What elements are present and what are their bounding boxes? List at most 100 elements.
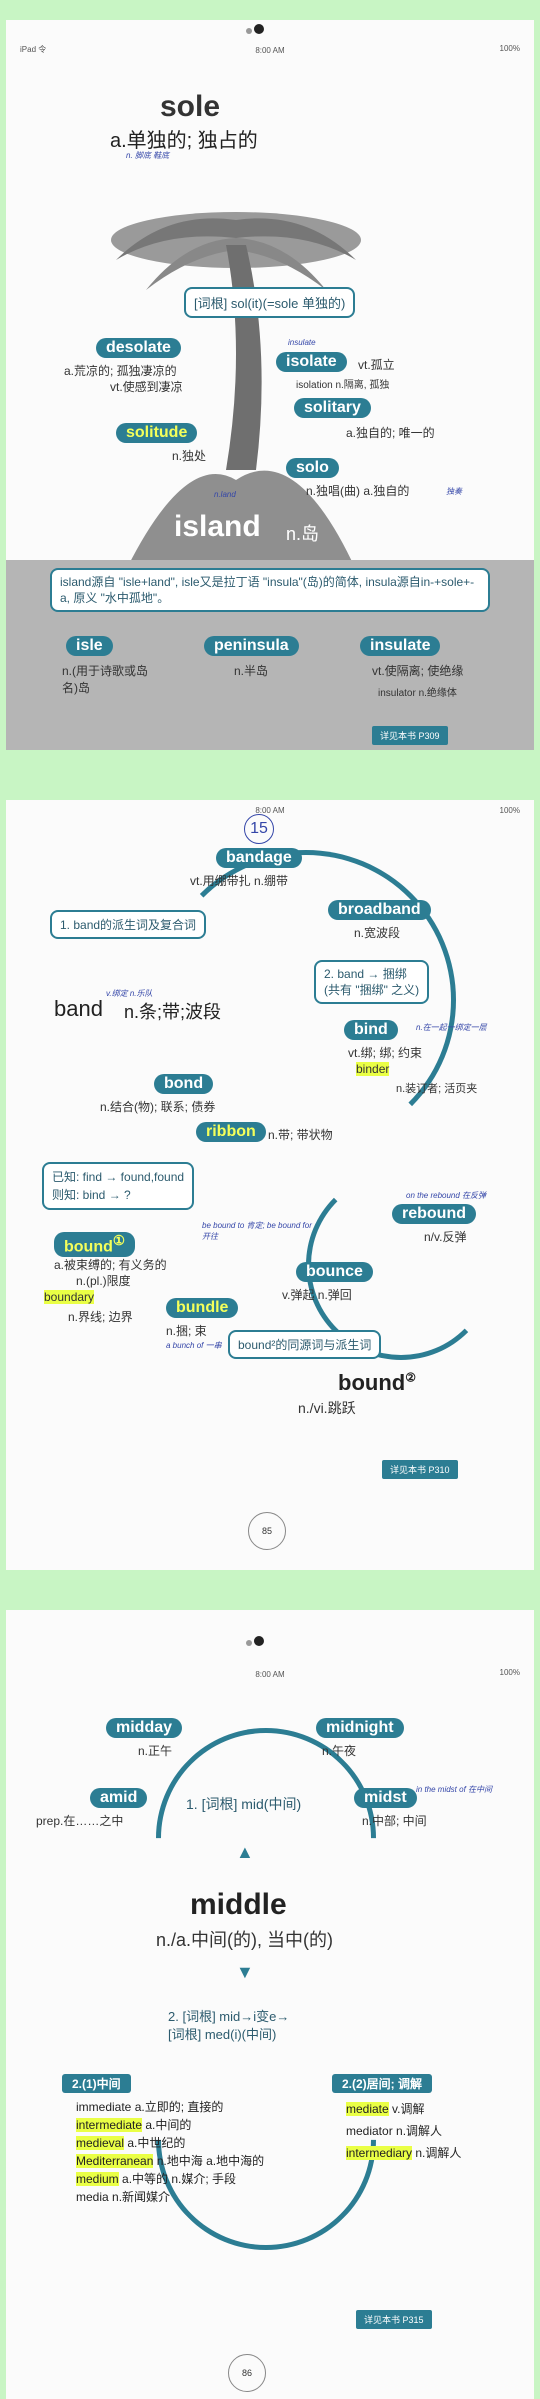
island-etymology-box: island源自 "isle+land", isle又是拉丁语 "insula"…	[50, 568, 490, 612]
arrow-up-icon: ▲	[236, 1842, 254, 1862]
middle-derivative-word: intermediate	[76, 2118, 143, 2132]
middle-derivative-gloss: a.中等的 n.媒介; 手段	[118, 2172, 237, 2186]
page-middle: 8:00 AM 100% midday n.正午 midnight n.午夜 a…	[6, 1610, 534, 2399]
status-battery-3: 100%	[499, 1668, 520, 1677]
middle-derivative-item: immediate a.立即的; 直接的	[76, 2098, 296, 2116]
middle-derivative-word: Mediterranean	[76, 2154, 154, 2168]
isolate-gloss: vt.孤立	[358, 358, 395, 372]
mediate-derivative-gloss: n.调解人	[392, 2124, 443, 2138]
bound2-gloss: n./vi.跳跃	[298, 1400, 356, 1416]
solitude-gloss: n.独处	[172, 449, 207, 463]
word-amid: amid	[90, 1788, 148, 1808]
peninsula-gloss: n.半岛	[234, 664, 269, 678]
status-time-2: 8:00 AM	[255, 806, 285, 815]
middle-derivative-gloss: a.立即的; 直接的	[131, 2100, 224, 2114]
headword-sole-note: n. 脚底 鞋底	[126, 151, 170, 160]
headword-middle-gloss: n./a.中间(的), 当中(的)	[156, 1930, 334, 1950]
page-dots-3	[246, 1636, 286, 1648]
word-peninsula: peninsula	[204, 636, 299, 656]
word-ribbon: ribbon	[196, 1122, 266, 1142]
word-isle: isle	[66, 636, 113, 656]
amid-gloss: prep.在……之中	[36, 1814, 124, 1828]
headword-sole: sole	[160, 90, 221, 123]
status-battery-2: 100%	[499, 806, 520, 815]
word-midst: midst	[354, 1788, 417, 1808]
broadband-gloss: n.宽波段	[354, 926, 401, 940]
bind-gloss: vt.绑; 绑; 约束	[348, 1046, 423, 1060]
box-band-bind-line2: (共有 "捆绑" 之义)	[324, 983, 420, 997]
mediate-derivative-item: mediator n.调解人	[346, 2120, 526, 2142]
headword-middle: middle	[190, 1888, 287, 1921]
word-island: island	[174, 510, 261, 543]
box-bound2-cognates: bound²的同源词与派生词	[228, 1330, 382, 1359]
word-bound2: bound②	[338, 1370, 416, 1395]
word-rebound: rebound	[392, 1204, 476, 1224]
bandage-gloss: vt.用绷带扎 n.绷带	[190, 874, 289, 888]
isolate-note: insulate	[288, 338, 316, 347]
solo-note: 独奏	[446, 487, 462, 496]
box-find-found: 已知: find → found,found 则知: bind → ?	[42, 1162, 195, 1210]
status-left: iPad 令	[20, 45, 47, 54]
island-note: n.land	[214, 490, 236, 499]
middle-derivative-word: immediate	[76, 2100, 132, 2114]
middle-derivative-item: medium a.中等的 n.媒介; 手段	[76, 2170, 296, 2188]
mediate-derivative-gloss: n.调解人	[412, 2146, 462, 2160]
page-ref-p310: 详见本书 P310	[382, 1460, 458, 1479]
binder-gloss: n.装订者; 活页夹	[396, 1083, 478, 1095]
box-band-bind-line1: 2. band → 捆绑	[324, 967, 407, 981]
mediate-derivative-word: mediate	[346, 2102, 389, 2116]
middle-derivative-item: media n.新闻媒介	[76, 2188, 296, 2206]
arc-upper	[156, 850, 456, 1150]
bound1-gloss-2: n.(pl.)限度	[76, 1274, 131, 1288]
root-mid: 1. [词根] mid(中间)	[186, 1796, 302, 1812]
box-derivatives: 1. band的派生词及复合词	[50, 910, 207, 939]
mediate-derivative-word: mediator	[346, 2124, 393, 2138]
bond-gloss: n.结合(物); 联系; 债券	[100, 1100, 216, 1114]
word-bounce: bounce	[296, 1262, 373, 1282]
solitary-gloss: a.独自的; 唯一的	[346, 426, 435, 440]
insulator-sub: insulator n.绝缘体	[378, 688, 457, 699]
word-bind: bind	[344, 1020, 398, 1040]
bundle-note: a bunch of 一串	[166, 1341, 222, 1350]
page-number-86: 86	[228, 2354, 266, 2392]
tag-mediate-meaning: 2.(2)居间; 调解	[332, 2074, 433, 2093]
binder-sub: binder	[356, 1062, 390, 1076]
middle-derivative-word: medieval	[76, 2136, 125, 2150]
word-solitary: solitary	[294, 398, 371, 418]
word-insulate: insulate	[360, 636, 441, 656]
word-isolate: isolate	[276, 352, 347, 372]
rebound-note: on the rebound 在反弹	[406, 1191, 487, 1200]
middle-derivative-gloss: a.中间的	[142, 2118, 192, 2132]
mediate-derivative-item: mediate v.调解	[346, 2098, 526, 2120]
root-med-line1: 2. [词根] mid→i变e→	[168, 2009, 290, 2024]
root-box-sol: [词根] sol(it)(=sole 单独的)	[184, 287, 356, 318]
page-dots	[246, 24, 286, 36]
word-bundle: bundle	[166, 1298, 239, 1318]
word-broadband: broadband	[328, 900, 431, 920]
mediate-derivative-gloss: v.调解	[388, 2102, 425, 2116]
page-number-85: 85	[248, 1512, 286, 1550]
word-band: band	[54, 996, 103, 1021]
box-find-found-line2: 则知: bind → ?	[52, 1188, 131, 1202]
band-note: v.绑定 n.乐队	[106, 989, 153, 998]
status-time-3: 8:00 AM	[255, 1670, 285, 1679]
isolation-sub: isolation n.隔离, 孤独	[296, 380, 390, 391]
bundle-gloss: n.捆; 束	[166, 1324, 207, 1338]
midnight-gloss: n.午夜	[322, 1744, 357, 1758]
word-boundary: boundary	[44, 1290, 95, 1304]
bound1-gloss: a.被束缚的; 有义务的	[54, 1258, 167, 1272]
word-solitude: solitude	[116, 423, 198, 443]
ribbon-gloss: n.带; 带状物	[268, 1128, 333, 1142]
word-bond: bond	[154, 1074, 214, 1094]
root-med: 2. [词根] mid→i变e→ [词根] med(i)(中间)	[168, 2008, 289, 2044]
word-midday: midday	[106, 1718, 183, 1738]
mediate-derivative-item: intermediary n.调解人	[346, 2142, 526, 2164]
desolate-gloss-2: vt.使感到凄凉	[110, 380, 183, 394]
middle-derivative-gloss: n.新闻媒介	[108, 2190, 171, 2204]
isle-gloss: n.(用于诗歌或岛名)岛	[62, 664, 149, 695]
page-ref-p315: 详见本书 P315	[356, 2310, 432, 2329]
bound-note: be bound to 肯定; be bound for 开往	[202, 1221, 312, 1241]
middle-derivative-item: intermediate a.中间的	[76, 2116, 296, 2134]
